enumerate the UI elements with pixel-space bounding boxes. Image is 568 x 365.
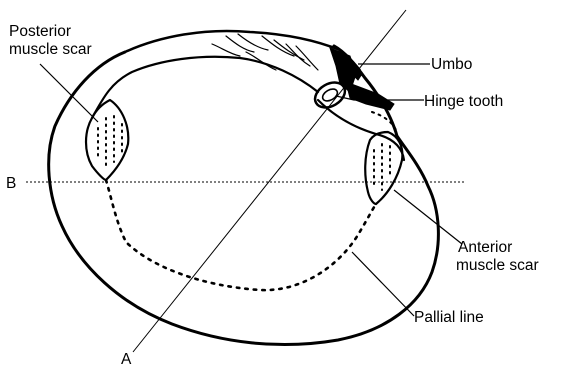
label-pallial-line: Pallial line — [414, 309, 484, 326]
anterior-scar-stipple — [374, 144, 390, 190]
label-axis-b: B — [6, 175, 16, 192]
label-axis-a: A — [121, 351, 132, 365]
hinge-plate-inner-edge — [92, 57, 318, 118]
pallial-line — [106, 180, 376, 290]
hinge-tooth-inner — [321, 87, 340, 104]
label-anterior-scar-line2: muscle scar — [456, 257, 539, 274]
label-hinge-tooth: Hinge tooth — [424, 93, 503, 110]
posterior-scar-stipple — [98, 116, 122, 166]
posterior-muscle-scar — [86, 100, 128, 180]
leader-posterior-scar — [40, 64, 98, 122]
label-posterior-scar-line2: muscle scar — [9, 41, 92, 58]
leader-pallial-line — [352, 252, 414, 316]
label-umbo: Umbo — [431, 56, 472, 73]
leader-anterior-scar — [394, 190, 462, 244]
label-posterior-scar-line1: Posterior — [9, 23, 71, 40]
shell-outline — [49, 46, 439, 345]
anterior-muscle-scar — [365, 132, 402, 204]
label-anterior-scar-line1: Anterior — [458, 239, 512, 256]
